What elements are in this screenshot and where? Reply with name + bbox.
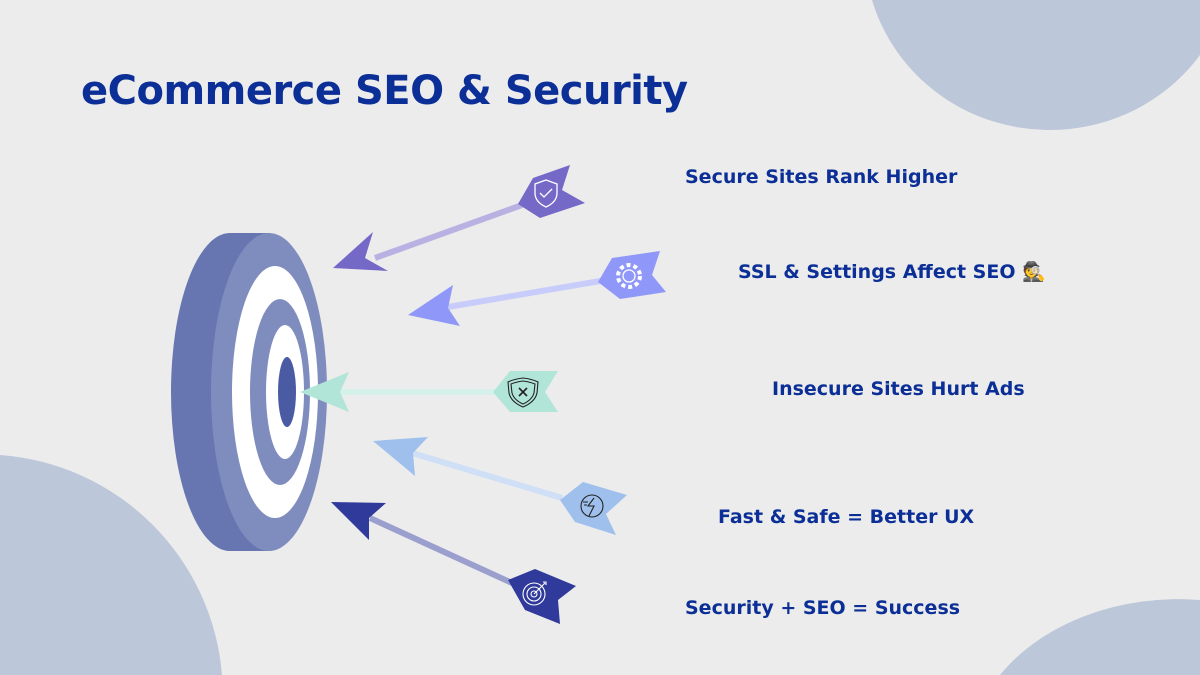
lightning-icon — [580, 494, 604, 518]
page-title: eCommerce SEO & Security — [81, 68, 688, 114]
background-blob-bottom-right — [1000, 599, 1200, 675]
arrow-5 — [331, 502, 576, 624]
background-blob-top-right — [872, 0, 1200, 131]
arrow-1 — [333, 165, 585, 271]
item-label-1: Secure Sites Rank Higher — [685, 166, 958, 188]
item-label-5: Security + SEO = Success — [685, 597, 961, 619]
arrow-3 — [300, 371, 558, 412]
arrow-2 — [408, 251, 666, 326]
bullseye — [278, 357, 296, 427]
shield-check-icon — [534, 179, 558, 208]
item-label-3: Insecure Sites Hurt Ads — [772, 378, 1025, 400]
arrow-4 — [373, 437, 627, 535]
item-label-4: Fast & Safe = Better UX — [718, 506, 975, 528]
gear-icon — [616, 263, 642, 289]
background-blob-bottom-left — [0, 455, 222, 675]
target-board — [171, 233, 327, 551]
target-icon — [522, 581, 547, 606]
shield-x-icon — [507, 377, 539, 408]
item-label-2: SSL & Settings Affect SEO 🕵️ — [738, 261, 1046, 283]
